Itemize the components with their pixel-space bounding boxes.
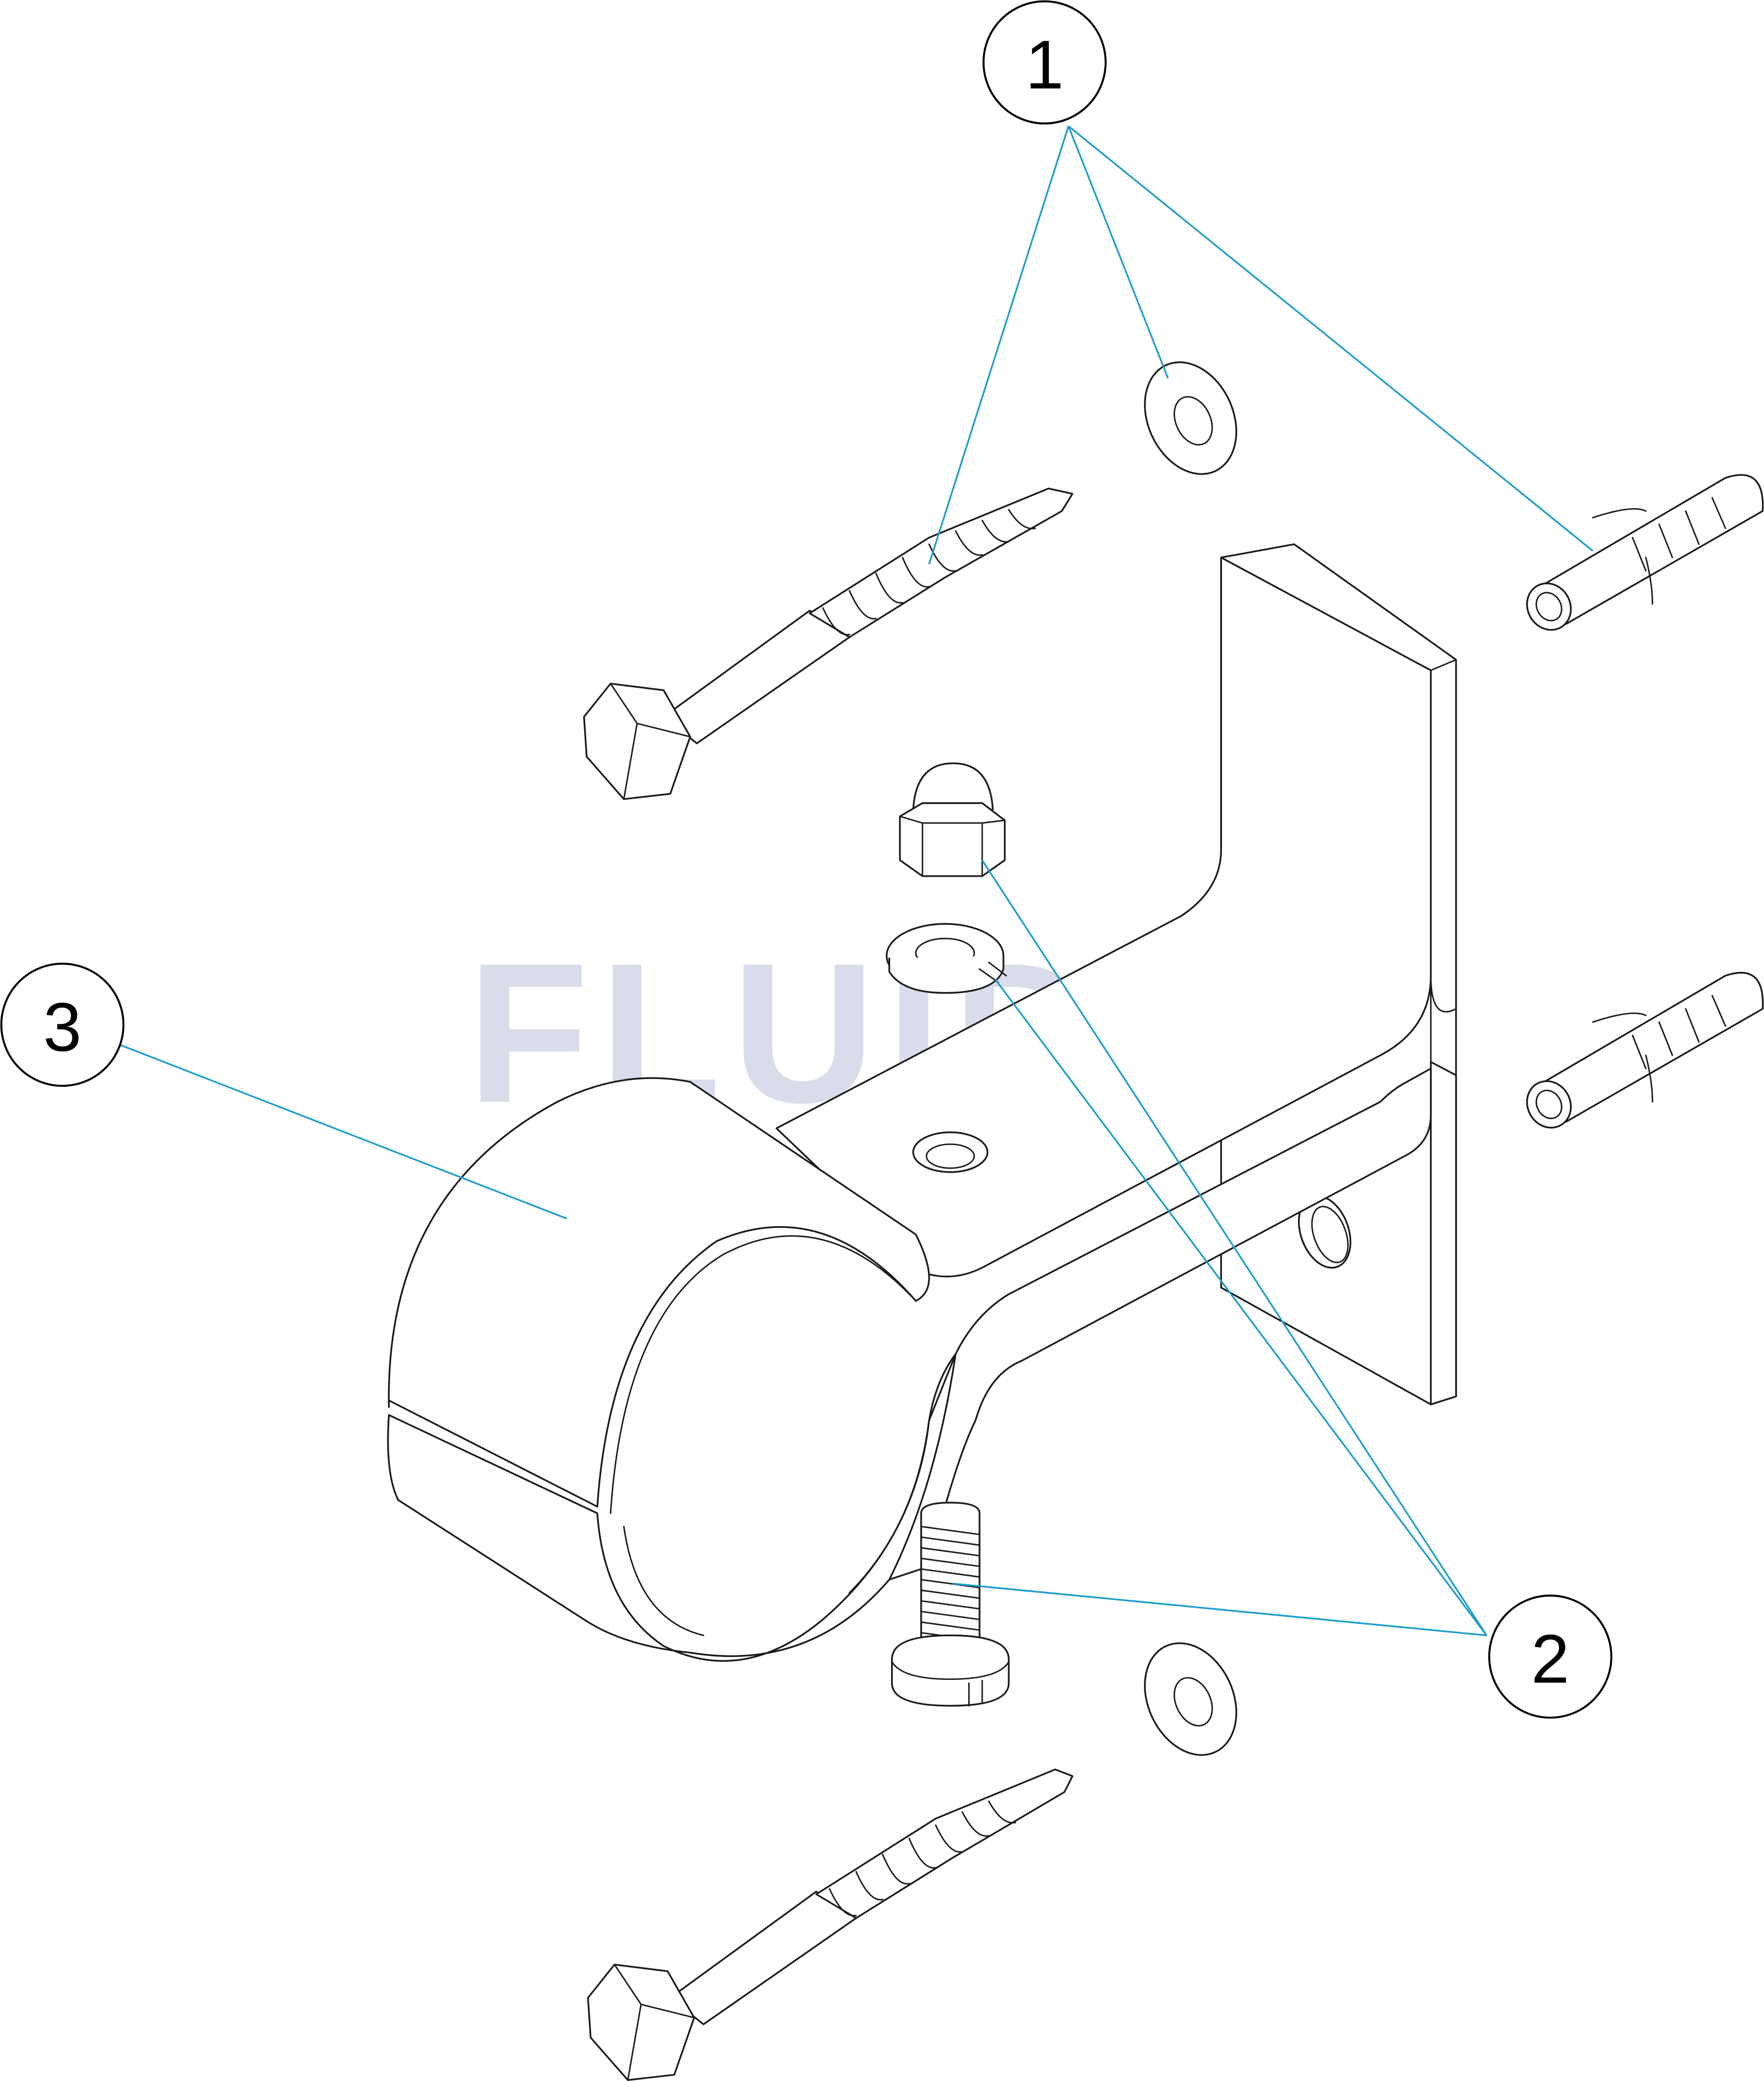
split-lock-washer (885, 923, 1007, 994)
leader-2-machine-screw (952, 1583, 1487, 1637)
leader-1-washer (1067, 125, 1169, 379)
flat-washer-bottom (1144, 1642, 1238, 1756)
wall-plug-bottom (1526, 972, 1764, 1129)
hex-head-wood-screw-top (583, 487, 1074, 800)
leader-1-plug (1067, 125, 1593, 552)
cap-nut (899, 762, 1006, 877)
pipe-clamp-bracket (387, 543, 1457, 1662)
callout-1-label: 1 (1025, 27, 1064, 104)
leader-lines (119, 125, 1593, 1637)
leader-2-lock-washer (995, 979, 1488, 1636)
callout-3: 3 (0, 962, 125, 1087)
leader-3-bracket (119, 1044, 568, 1219)
leader-2-cap-nut (981, 859, 1488, 1636)
hex-head-wood-screw-bottom (587, 1768, 1074, 2081)
callout-2: 2 (1488, 1594, 1613, 1719)
callout-2-label: 2 (1531, 1621, 1569, 1698)
callout-1: 1 (982, 0, 1107, 125)
slotted-machine-screw (891, 1501, 1010, 1707)
leader-1-screw (928, 125, 1070, 564)
callout-3-label: 3 (43, 989, 82, 1066)
flat-washer-top (1144, 361, 1238, 475)
wall-plug-top (1526, 474, 1764, 631)
